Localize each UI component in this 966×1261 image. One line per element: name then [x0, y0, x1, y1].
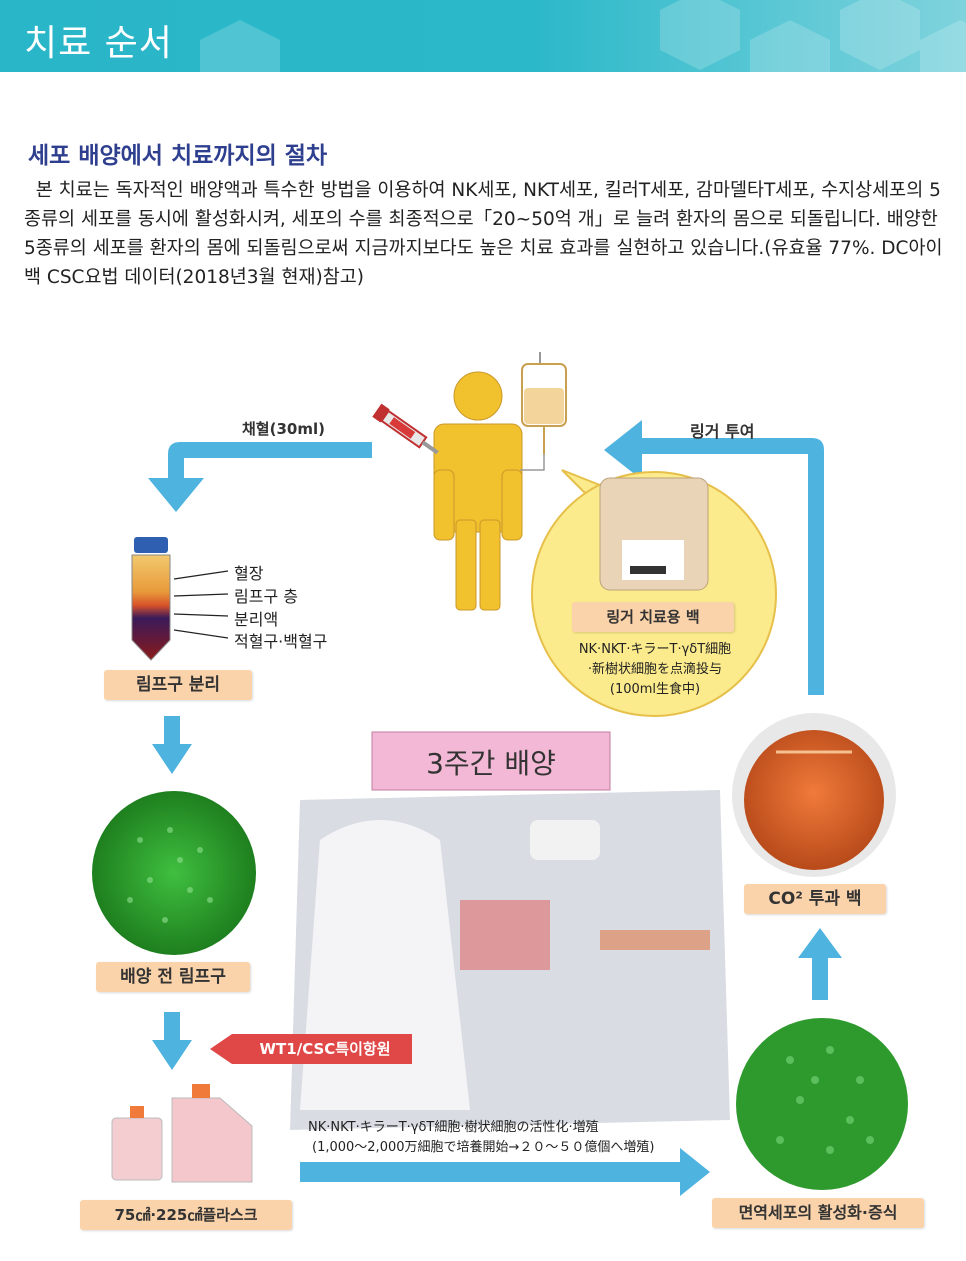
centrifuge-tube [131, 537, 171, 661]
arrow-down-2 [152, 1012, 192, 1070]
tube-pointer-lines [173, 570, 229, 639]
step-activation: 면역세포의 활성화·증식 [712, 1198, 924, 1228]
antigen-tag-shape [210, 1034, 412, 1064]
blood-draw-label: 채혈(30ml) [242, 420, 325, 438]
iv-bag-illustration [520, 352, 567, 471]
arrow-up-right [798, 928, 842, 1000]
patient-figure [433, 371, 523, 611]
tube-layer-lymphocyte: 림프구 층 [234, 587, 298, 606]
tube-layer-plasma: 혈장 [234, 564, 264, 583]
step-lymph-separation: 림프구 분리 [104, 670, 252, 700]
infusion-bag-note-1: NK·NKT·キラーT·γδT細胞 [578, 642, 732, 657]
step-pre-culture: 배양 전 림프구 [96, 962, 250, 992]
pre-culture-cells-photo [92, 791, 256, 955]
intro-text: 본 치료는 독자적인 배양액과 특수한 방법을 이용하여 NK세포, NKT세포… [24, 180, 943, 288]
infusion-bag-title: 링거 치료용 백 [572, 602, 734, 632]
step-flask: 75㎠·225㎠플라스크 [80, 1200, 292, 1230]
co2-bag-photo [732, 713, 896, 877]
culture-note-line1: NK·NKT·キラーT·γδT細胞·樹状細胞の活性化·増殖 [308, 1120, 599, 1135]
step-co2-bag: CO² 투과 백 [744, 884, 886, 914]
section-subtitle: 세포 배양에서 치료까지의 절차 [28, 143, 328, 169]
infusion-label: 링거 투여 [690, 422, 755, 441]
culture-flasks [111, 1084, 253, 1183]
intro-paragraph: 본 치료는 독자적인 배양액과 특수한 방법을 이용하여 NK세포, NKT세포… [24, 176, 944, 292]
page-header: 치료 순서 [0, 0, 966, 72]
tube-layer-separation: 분리액 [234, 610, 279, 629]
syringe-illustration [372, 403, 439, 455]
arrow-down-1 [152, 716, 192, 774]
arrow-right-bottom [300, 1148, 710, 1196]
infusion-arrow [604, 420, 824, 695]
infusion-bag-bubble [531, 469, 777, 717]
culture-note-line2: (1,000～2,000万細胞で培養開始→２０～５０億個へ増殖) [312, 1140, 655, 1155]
header-hex-pattern [200, 0, 966, 72]
antigen-tag: WT1/CSC특이항원 [259, 1040, 391, 1058]
activated-cells-photo [736, 1018, 908, 1190]
infusion-bag-note-3: (100ml生食中) [609, 682, 701, 697]
tube-layer-blood-cells: 적혈구·백혈구 [234, 632, 328, 651]
infusion-bag-note-2: ·新樹状細胞を点滴投与 [587, 662, 723, 677]
page-title: 치료 순서 [24, 23, 173, 64]
blood-draw-arrow [148, 442, 372, 512]
flow-arrows [148, 420, 842, 1196]
culture-title: 3주간 배양 [426, 747, 556, 780]
lab-culture-photo [290, 790, 730, 1130]
culture-title-box [371, 731, 611, 791]
